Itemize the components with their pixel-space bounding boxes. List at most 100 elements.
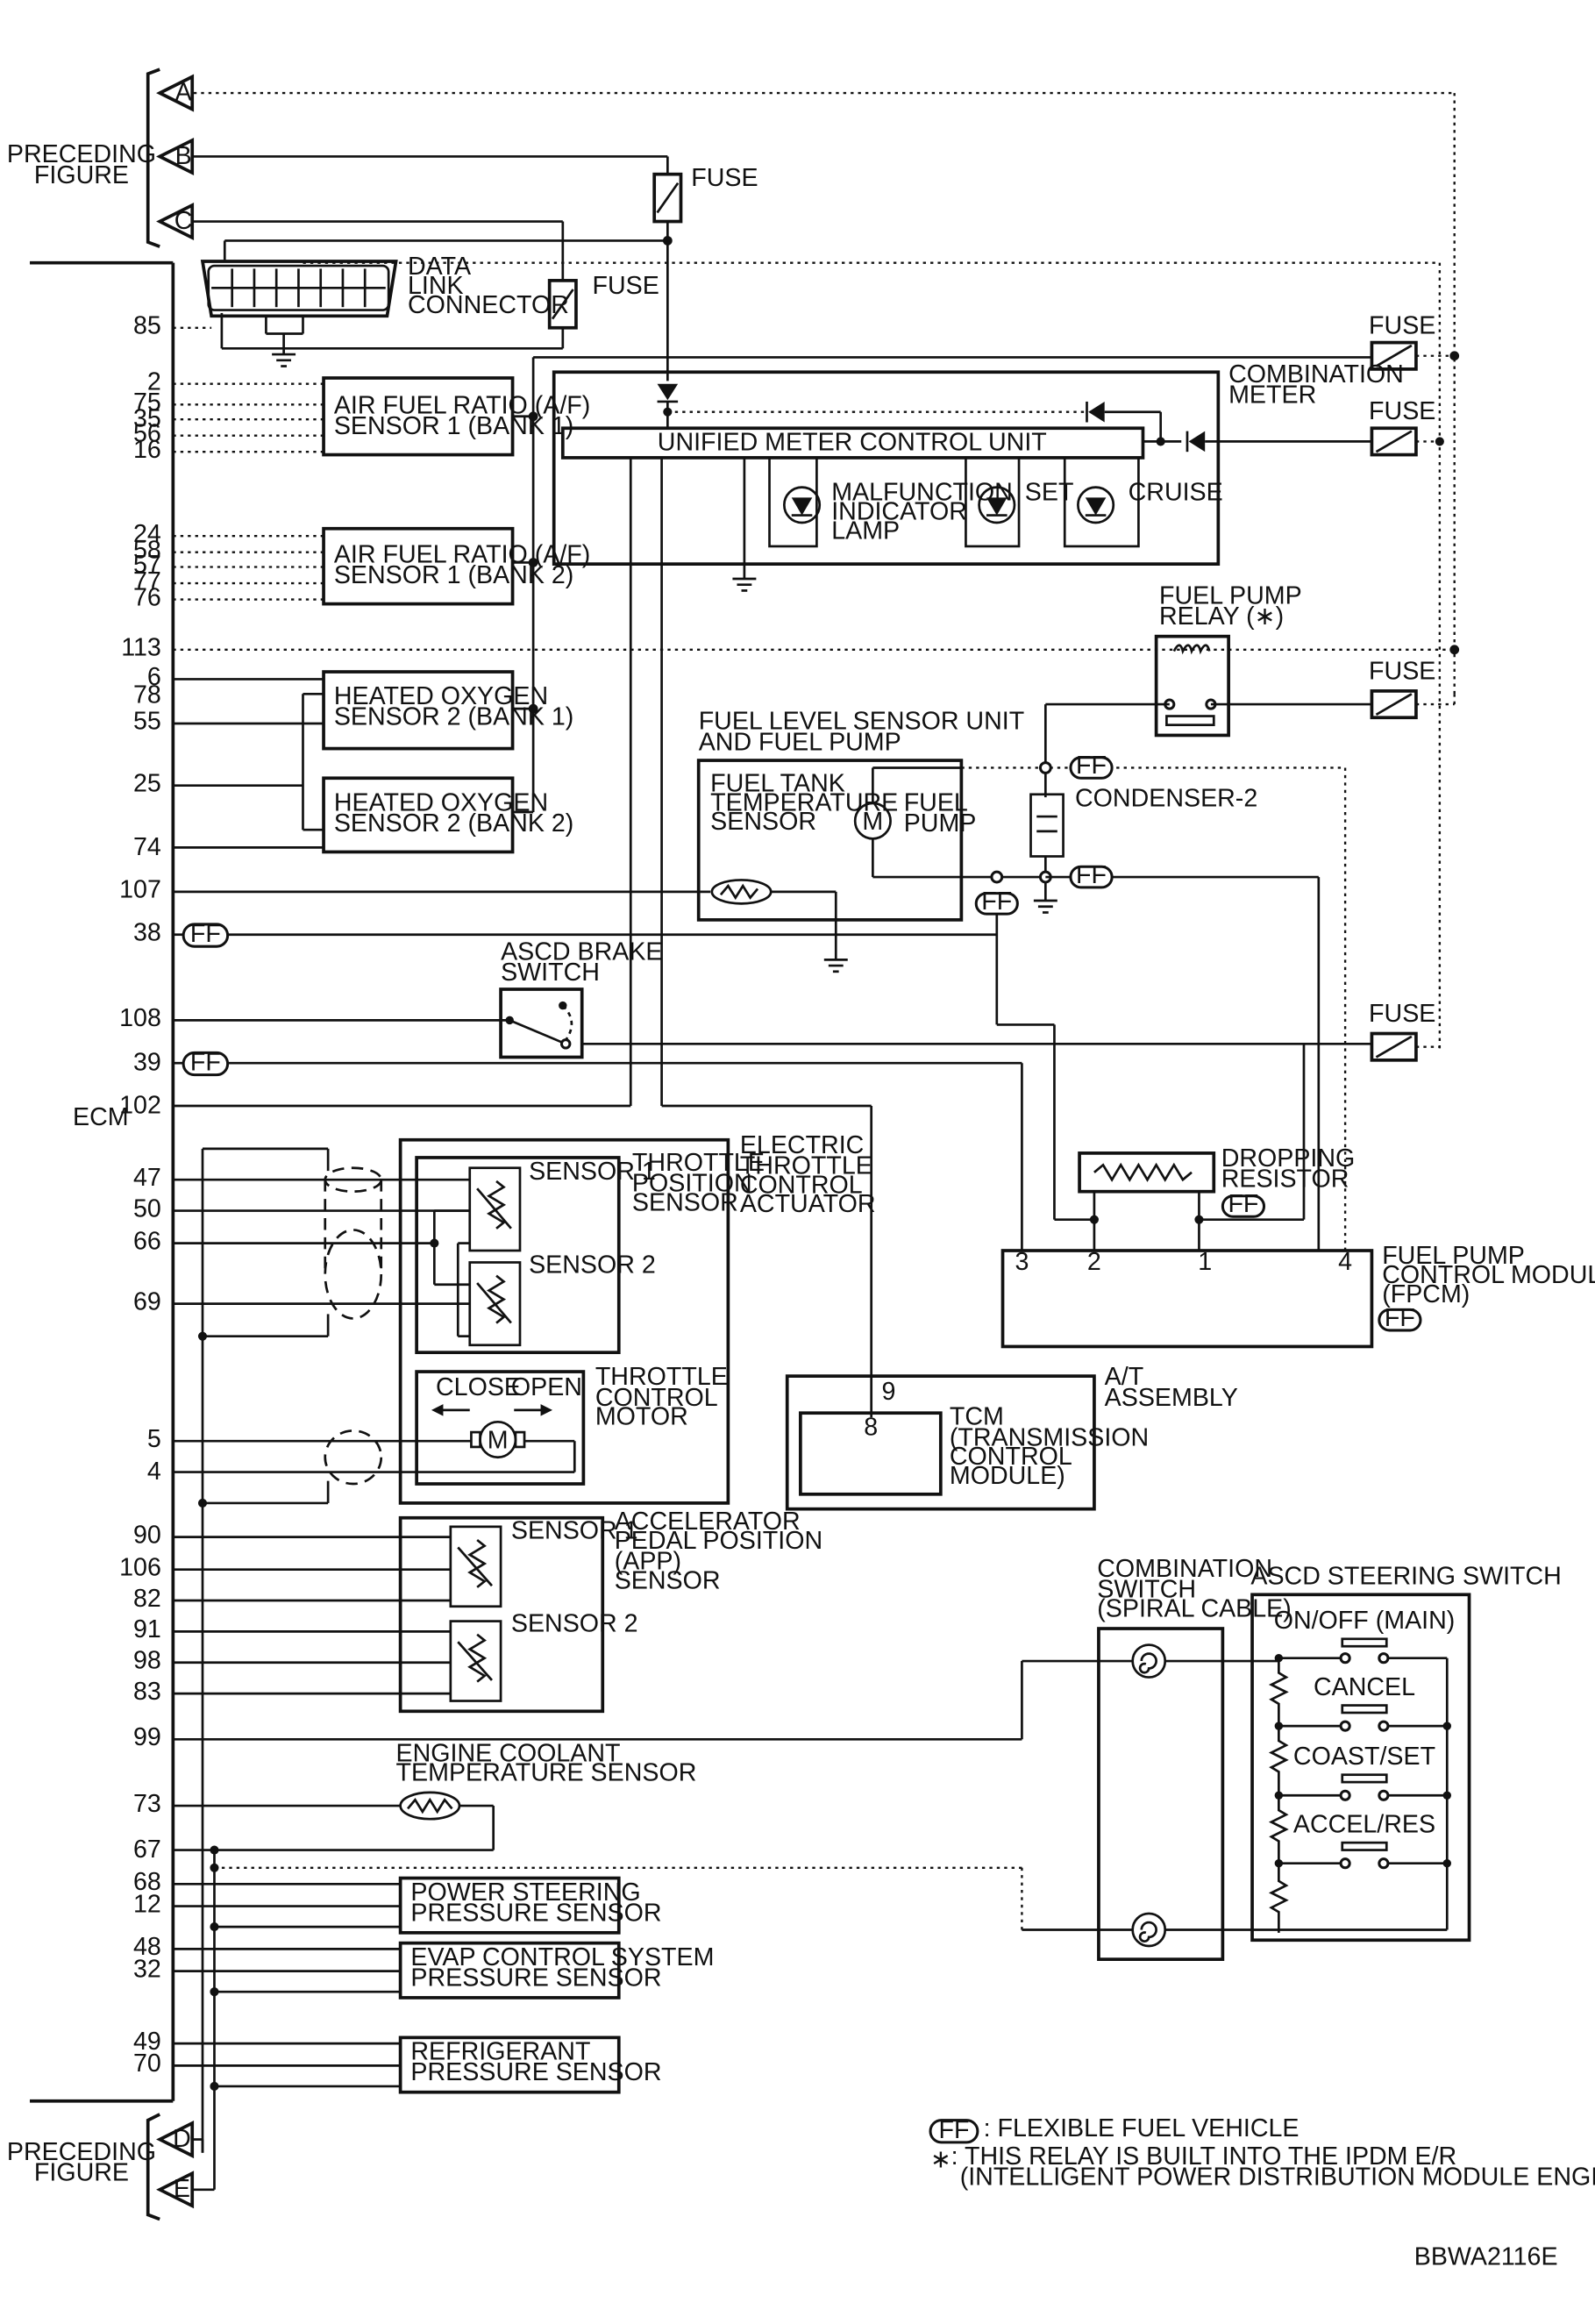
connector-b: B [156, 137, 195, 175]
legend-ff-text: : FLEXIBLE FUEL VEHICLE [984, 2114, 1299, 2142]
pin-55: 55 [133, 708, 161, 736]
svg-text:PRECEDING: PRECEDING [7, 2138, 156, 2166]
svg-text:PEDAL POSITION: PEDAL POSITION [615, 1527, 822, 1555]
svg-text:SWITCH: SWITCH [1097, 1576, 1196, 1604]
connector-c: C [156, 203, 195, 241]
pin-16: 16 [133, 436, 161, 464]
svg-text:FF: FF [1228, 1190, 1258, 1218]
combination-switch: COMBINATION SWITCH (SPIRAL CABLE) [1097, 1555, 1292, 1962]
dropping-resistor: DROPPING RESISTOR FF [1078, 1144, 1355, 1218]
tps-sensor1-label: SENSOR 1 [529, 1158, 656, 1186]
pin-25: 25 [133, 769, 161, 797]
svg-text:INDICATOR: INDICATOR [831, 498, 967, 526]
svg-text:CRUISE: CRUISE [1129, 479, 1223, 507]
pin-113: 113 [121, 634, 161, 662]
pin-56: 56 [133, 419, 161, 447]
svg-text:FUEL TANK: FUEL TANK [710, 769, 845, 797]
svg-text:FF: FF [981, 888, 1012, 916]
app-sensor2-label: SENSOR 2 [511, 1609, 638, 1637]
fuse-b: FUSE [652, 164, 758, 224]
svg-text:PRESSURE SENSOR: PRESSURE SENSOR [410, 1964, 661, 1992]
svg-text:MALFUNCTION: MALFUNCTION [831, 479, 1013, 507]
svg-text:AND FUEL PUMP: AND FUEL PUMP [699, 728, 901, 756]
svg-text:SENSOR 1 (BANK 2): SENSOR 1 (BANK 2) [334, 561, 573, 589]
fuse-meter-1: FUSE [1369, 311, 1455, 371]
svg-text:HEATED OXYGEN: HEATED OXYGEN [334, 788, 548, 816]
svg-text:ELECTRIC: ELECTRIC [740, 1131, 864, 1159]
pin-57: 57 [133, 551, 161, 579]
svg-text:AIR FUEL RATIO (A/F): AIR FUEL RATIO (A/F) [334, 391, 590, 419]
svg-text:CONTROL: CONTROL [950, 1443, 1072, 1471]
pin-99: 99 [133, 1723, 161, 1751]
svg-text:LINK: LINK [408, 272, 464, 300]
svg-text:ENGINE COOLANT: ENGINE COOLANT [396, 1740, 621, 1768]
preceding-figure-top: PRECEDING FIGURE A B C [7, 68, 195, 248]
svg-text:FUSE: FUSE [1369, 657, 1435, 685]
svg-text:FUSE: FUSE [1369, 311, 1435, 339]
svg-text:PRECEDING: PRECEDING [7, 140, 156, 168]
pin-83: 83 [133, 1678, 161, 1706]
svg-text:ASCD STEERING SWITCH: ASCD STEERING SWITCH [1250, 1563, 1561, 1591]
at-assembly: A/T ASSEMBLY 9 8 TCM (TRANSMISSION CONTR… [785, 1363, 1238, 1511]
pin-35: 35 [133, 405, 161, 433]
svg-text:TCM: TCM [950, 1403, 1004, 1431]
pin-82: 82 [133, 1585, 161, 1613]
pin-90: 90 [133, 1521, 161, 1549]
ff-badge-39: FF [182, 1049, 230, 1077]
ecm-pin-labels: 85 2 75 35 56 16 24 58 57 77 76 113 6 78… [119, 311, 161, 2078]
ho2-sensor-bank2: HEATED OXYGEN SENSOR 2 (BANK 2) [322, 776, 573, 854]
fpcm: 3 2 1 4 FUEL PUMP CONTROL MODULE (FPCM) … [1000, 1242, 1595, 1349]
svg-text:ASSEMBLY: ASSEMBLY [1105, 1384, 1238, 1412]
app-sensor1-label: SENSOR 1 [511, 1516, 638, 1544]
shield-lines [324, 1166, 383, 1486]
svg-text:FUSE: FUSE [1369, 1000, 1435, 1028]
svg-text:FUEL PUMP: FUEL PUMP [1382, 1242, 1525, 1270]
svg-text:8: 8 [864, 1413, 878, 1441]
pin-48: 48 [133, 1933, 161, 1961]
ff-badge-38: FF [182, 920, 230, 948]
engine-coolant-temperature-sensor: ENGINE COOLANT TEMPERATURE SENSOR [396, 1740, 697, 1821]
svg-text:FIGURE: FIGURE [34, 161, 129, 189]
pin-5: 5 [147, 1425, 161, 1453]
svg-text:B: B [175, 142, 192, 170]
fuel-level-sensor-unit: FUEL LEVEL SENSOR UNIT AND FUEL PUMP FUE… [696, 708, 1024, 922]
pin-78: 78 [133, 681, 161, 709]
connector-a: A [156, 74, 195, 112]
pin-39: 39 [133, 1049, 161, 1077]
legend-star: ∗ [930, 2146, 951, 2174]
connector-d: D [156, 2121, 195, 2159]
svg-text:SWITCH: SWITCH [501, 959, 600, 987]
power-steering-pressure-sensor: POWER STEERING PRESSURE SENSOR [398, 1876, 662, 1935]
svg-text:M: M [862, 808, 883, 836]
pin-73: 73 [133, 1790, 161, 1818]
svg-text:FF: FF [1076, 752, 1107, 780]
svg-text:9: 9 [881, 1378, 895, 1406]
tps-sensor2-label: SENSOR 2 [529, 1251, 656, 1279]
pin-12: 12 [133, 1890, 161, 1918]
svg-text:DATA: DATA [408, 253, 472, 281]
svg-text:SENSOR: SENSOR [615, 1567, 721, 1595]
svg-text:POSITION: POSITION [632, 1170, 752, 1198]
pin-108: 108 [119, 1004, 161, 1032]
ff-badge-1: FF [1069, 752, 1114, 780]
legend-relay-note-2: (INTELLIGENT POWER DISTRIBUTION MODULE E… [960, 2164, 1595, 2192]
fuse-meter-2: FUSE [1369, 397, 1444, 457]
pin-50: 50 [133, 1194, 161, 1223]
svg-text:ACCELERATOR: ACCELERATOR [615, 1508, 801, 1536]
svg-text:CONTROL: CONTROL [595, 1384, 718, 1412]
svg-text:EVAP CONTROL SYSTEM: EVAP CONTROL SYSTEM [410, 1943, 714, 1971]
condenser-2: CONDENSER-2 [1029, 784, 1257, 858]
svg-text:2: 2 [1087, 1248, 1101, 1276]
pin-106: 106 [119, 1553, 161, 1581]
pin-32: 32 [133, 1955, 161, 1983]
svg-text:OPEN: OPEN [511, 1373, 582, 1401]
pin-24: 24 [133, 520, 161, 548]
svg-text:LAMP: LAMP [831, 517, 900, 545]
unified-meter-control-unit: UNIFIED METER CONTROL UNIT [658, 429, 1047, 457]
svg-text:SENSOR 2 (BANK 2): SENSOR 2 (BANK 2) [334, 809, 573, 838]
pin-67: 67 [133, 1836, 161, 1864]
refrigerant-pressure-sensor: REFRIGERANT PRESSURE SENSOR [398, 2035, 662, 2094]
svg-text:TEMPERATURE SENSOR: TEMPERATURE SENSOR [396, 1758, 697, 1786]
ho2-sensor-bank1: HEATED OXYGEN SENSOR 2 (BANK 1) [322, 670, 573, 751]
